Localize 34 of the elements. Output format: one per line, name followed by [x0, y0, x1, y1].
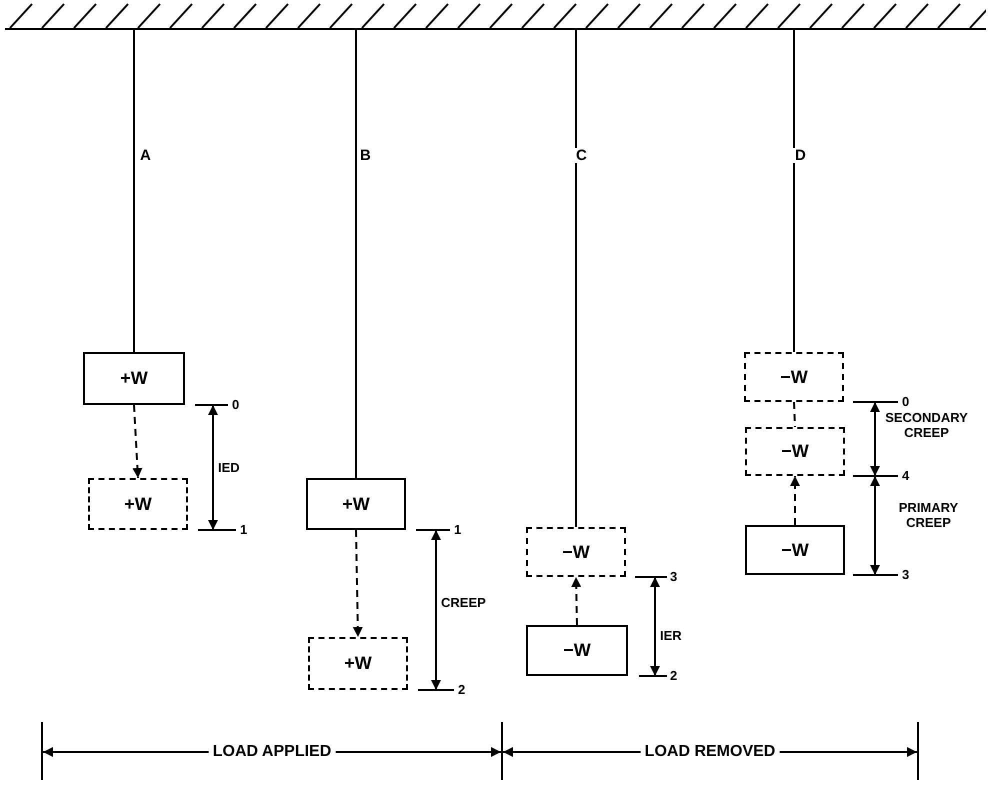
- displaced-weight-box: +W: [88, 478, 188, 530]
- position-number: 2: [458, 682, 466, 697]
- movement-arrow: [132, 404, 142, 478]
- displaced-weight-box: +W: [308, 637, 408, 690]
- weight-box: +W: [83, 352, 185, 405]
- movement-arrow: [571, 576, 582, 626]
- position-number: 2: [670, 668, 678, 683]
- position-number: 4: [902, 468, 910, 483]
- dimension-label: IER: [660, 628, 682, 643]
- weight-box: +W: [306, 478, 406, 530]
- range-label: LOAD APPLIED: [208, 744, 336, 759]
- weight-box: −W: [526, 625, 628, 676]
- suspension-wire: [133, 30, 135, 352]
- dimension-label: PRIMARY CREEP: [898, 500, 960, 530]
- suspension-wire: [793, 30, 795, 352]
- suspension-wire: [575, 30, 577, 527]
- dimension-label: IED: [218, 460, 240, 475]
- suspension-wire: [355, 30, 357, 478]
- displaced-weight-box: −W: [526, 527, 626, 577]
- position-number: 3: [902, 567, 910, 582]
- movement-arrow: [352, 530, 363, 638]
- position-number: 3: [670, 569, 678, 584]
- dimension-label: CREEP: [441, 595, 486, 610]
- position-number: 1: [454, 522, 462, 537]
- displaced-weight-box: −W: [744, 352, 844, 402]
- weight-box: −W: [745, 525, 845, 575]
- position-number: 0: [902, 394, 910, 409]
- displaced-weight-box: −W: [745, 427, 845, 476]
- position-number: 1: [240, 522, 248, 537]
- dimension-label: SECONDARY CREEP: [884, 410, 969, 440]
- ceiling-drawing: [5, 2, 986, 30]
- position-number: 0: [232, 397, 240, 412]
- range-label: LOAD REMOVED: [640, 744, 780, 759]
- movement-arrow: [790, 476, 800, 525]
